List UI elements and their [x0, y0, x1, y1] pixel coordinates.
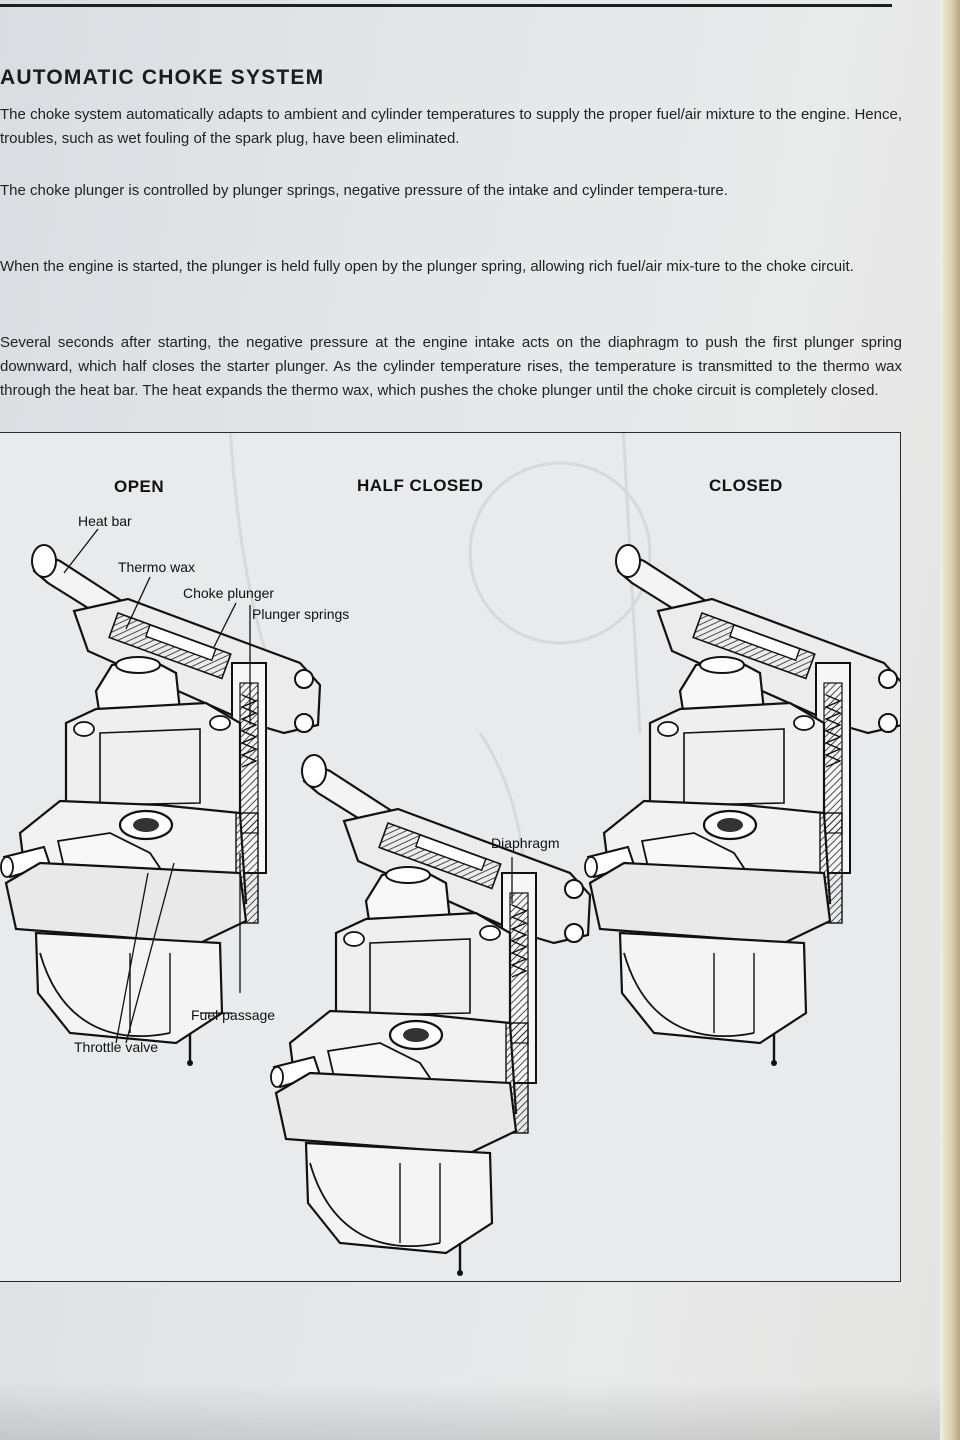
- page-stack-edge: [940, 0, 960, 1440]
- state-label-half-closed: HALF CLOSED: [357, 476, 484, 495]
- state-label-closed: CLOSED: [709, 476, 783, 495]
- callout-choke-plunger: Choke plunger: [183, 585, 275, 601]
- carburetor-open: [0, 543, 322, 1068]
- header-rule: [0, 4, 892, 7]
- paragraph-2: The choke plunger is controlled by plung…: [0, 182, 728, 199]
- state-label-open: OPEN: [114, 477, 165, 496]
- paragraph-4: Several seconds after starting, the nega…: [0, 334, 902, 399]
- manual-page: AUTOMATIC CHOKE SYSTEM The choke system …: [0, 0, 940, 1440]
- choke-diagram-figure: OPEN HALF CLOSED CLOSED Heat bar Thermo …: [0, 432, 901, 1282]
- page-bottom-shade: [0, 1380, 940, 1440]
- paragraph-1: The choke system automatically adapts to…: [0, 106, 902, 147]
- carburetor-illustrations: [0, 433, 900, 1278]
- callout-throttle-valve: Throttle valve: [74, 1039, 159, 1055]
- callout-heat-bar: Heat bar: [78, 513, 132, 529]
- leader-lines: [63, 528, 513, 1044]
- callout-thermo-wax: Thermo wax: [118, 559, 196, 575]
- callout-fuel-passage: Fuel passage: [191, 1007, 276, 1023]
- callout-plunger-springs: Plunger springs: [252, 606, 350, 622]
- callout-diaphragm: Diaphragm: [491, 835, 560, 851]
- section-title: AUTOMATIC CHOKE SYSTEM: [0, 66, 325, 89]
- carburetor-half-closed: [269, 753, 592, 1278]
- carburetor-closed: [583, 543, 900, 1068]
- paragraph-3: When the engine is started, the plunger …: [0, 258, 854, 275]
